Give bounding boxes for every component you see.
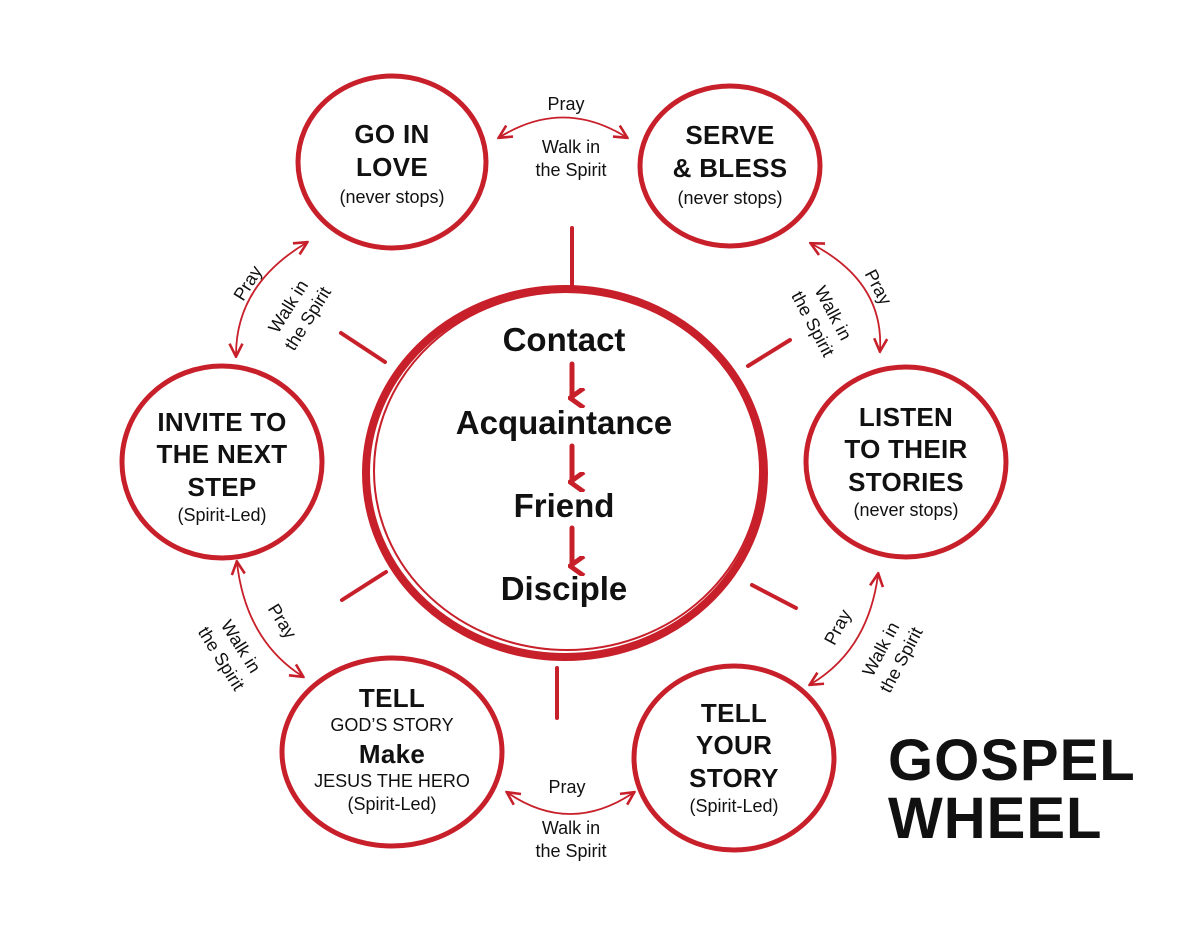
node-tell-gods-story-line1: TELL bbox=[358, 683, 426, 713]
hub-word-disciple: Disciple bbox=[500, 570, 628, 607]
hub-circle-inner-stroke bbox=[373, 291, 761, 651]
node-go-in-love-line1: GO IN bbox=[354, 119, 430, 149]
node-invite-line3: STEP bbox=[187, 471, 257, 502]
node-tell-your-story-line1: TELL bbox=[700, 698, 768, 728]
diagram-title: GOSPEL WHEEL bbox=[888, 732, 1136, 848]
spoke-upper-right bbox=[746, 338, 792, 368]
node-circle-tell-gods-story bbox=[279, 655, 505, 849]
node-listen: LISTEN TO THEIR STORIES (never stops) bbox=[816, 402, 996, 520]
connector-bottom-walk-line2: the Spirit bbox=[535, 840, 607, 861]
node-circle-invite bbox=[119, 363, 325, 561]
node-listen-note: (never stops) bbox=[853, 499, 959, 520]
diagram-title-line1: GOSPEL bbox=[888, 728, 1136, 793]
node-circle-serve-bless bbox=[637, 83, 823, 249]
hub-word-friend: Friend bbox=[513, 487, 615, 524]
node-tell-gods-story-note: (Spirit-Led) bbox=[347, 794, 437, 815]
connector-top-walk-line2: the Spirit bbox=[535, 159, 607, 180]
spoke-lower-left bbox=[340, 570, 388, 602]
node-serve-bless-note: (never stops) bbox=[677, 187, 783, 208]
connector-arrow-lower-left bbox=[237, 563, 302, 676]
connector-bottom-walk-line1: Walk in bbox=[541, 818, 601, 838]
connector-arrow-bottom bbox=[508, 793, 633, 815]
connector-arrow-top bbox=[500, 116, 626, 138]
connector-bottom-pray: Pray bbox=[548, 777, 586, 797]
connector-arrow-upper-left bbox=[236, 243, 306, 355]
node-tell-gods-story-line3: Make bbox=[358, 739, 426, 770]
node-go-in-love-note: (never stops) bbox=[339, 186, 445, 207]
node-circle-listen bbox=[803, 364, 1009, 560]
hub-word-acquaintance: Acquaintance bbox=[455, 404, 673, 441]
node-tell-your-story-line2: YOUR bbox=[695, 730, 773, 761]
node-serve-bless: SERVE & BLESS (never stops) bbox=[640, 120, 820, 208]
diagram-title-line2: WHEEL bbox=[888, 786, 1103, 851]
connector-bottom-walk: Walk in the Spirit bbox=[516, 817, 626, 862]
node-circle-go-in-love bbox=[295, 73, 489, 251]
node-tell-your-story: TELL YOUR STORY (Spirit-Led) bbox=[644, 698, 824, 816]
node-tell-gods-story-line4: JESUS THE HERO bbox=[314, 771, 470, 792]
node-listen-line1: LISTEN bbox=[858, 402, 954, 432]
node-listen-line3: STORIES bbox=[848, 466, 964, 497]
node-go-in-love: GO IN LOVE (never stops) bbox=[302, 119, 482, 207]
spoke-lower-right bbox=[750, 583, 798, 610]
connector-top-walk-line1: Walk in bbox=[541, 137, 601, 157]
node-serve-bless-line2: & BLESS bbox=[672, 153, 788, 184]
hub-word-contact: Contact bbox=[502, 321, 626, 358]
connector-arrow-upper-right bbox=[812, 244, 880, 350]
node-serve-bless-line1: SERVE bbox=[685, 120, 775, 150]
node-invite: INVITE TO THE NEXT STEP (Spirit-Led) bbox=[122, 407, 322, 525]
node-invite-line2: THE NEXT bbox=[156, 439, 288, 470]
node-invite-note: (Spirit-Led) bbox=[177, 504, 267, 525]
node-circle-tell-your-story bbox=[631, 663, 837, 853]
node-invite-line1: INVITE TO bbox=[157, 407, 287, 437]
node-tell-your-story-note: (Spirit-Led) bbox=[689, 795, 779, 816]
hub-circle bbox=[362, 285, 768, 661]
connector-arrow-lower-right bbox=[811, 575, 878, 684]
node-go-in-love-line2: LOVE bbox=[356, 152, 428, 183]
node-tell-gods-story-line2: GOD’S STORY bbox=[330, 715, 454, 736]
node-listen-line2: TO THEIR bbox=[844, 434, 968, 465]
spoke-upper-left bbox=[339, 331, 387, 364]
connector-top-pray: Pray bbox=[547, 94, 585, 114]
node-tell-gods-story: TELL GOD’S STORY Make JESUS THE HERO (Sp… bbox=[292, 683, 492, 815]
hub-spokes bbox=[339, 226, 798, 720]
node-tell-your-story-line3: STORY bbox=[689, 762, 779, 793]
connector-top-walk: Walk in the Spirit bbox=[516, 136, 626, 181]
